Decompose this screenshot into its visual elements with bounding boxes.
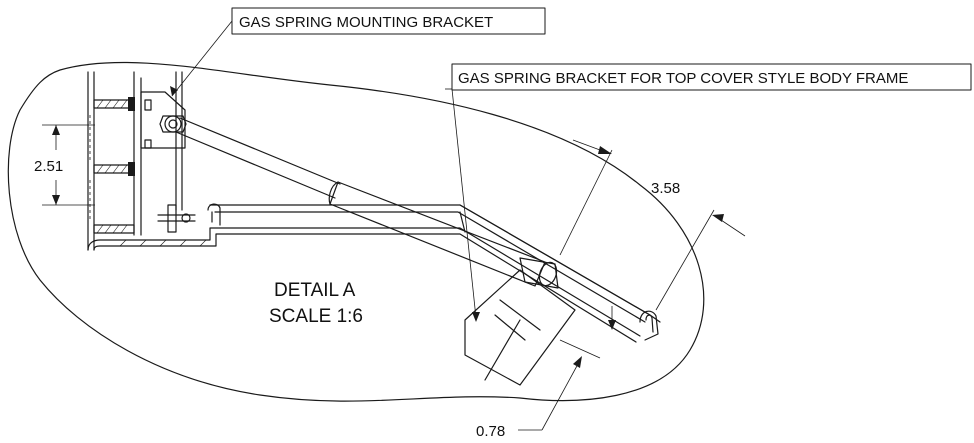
right-channel <box>639 310 659 341</box>
body-frame-rail <box>87 227 641 343</box>
left-channel-clip <box>207 203 221 226</box>
callout-box-mounting <box>231 7 546 35</box>
detail-title: DETAIL A <box>274 280 356 301</box>
detail-boundary <box>7 61 705 402</box>
dim-3-58 <box>559 139 746 330</box>
top-cover-bracket <box>464 269 576 386</box>
dim-2-51 <box>42 124 95 206</box>
leader-top-cover-bracket <box>451 88 477 319</box>
callout-top-cover-bracket: GAS SPRING BRACKET FOR TOP COVER STYLE B… <box>458 70 908 87</box>
dim-0-78-label: 0.78 <box>476 423 505 440</box>
detail-scale: SCALE 1:6 <box>269 306 363 327</box>
dim-2-51-label: 2.51 <box>34 158 63 175</box>
dim-3-58-label: 3.58 <box>651 180 680 197</box>
mounting-bracket-plate <box>140 91 187 149</box>
bolt-fastener <box>157 204 196 233</box>
top-cover-panel <box>209 204 661 323</box>
dim-0-78 <box>518 339 601 431</box>
callout-box-top-cover <box>451 63 972 91</box>
gas-spring-rod <box>175 117 546 287</box>
leader-mounting-bracket <box>171 20 233 97</box>
callout-mounting-bracket: GAS SPRING MOUNTING BRACKET <box>239 14 493 31</box>
